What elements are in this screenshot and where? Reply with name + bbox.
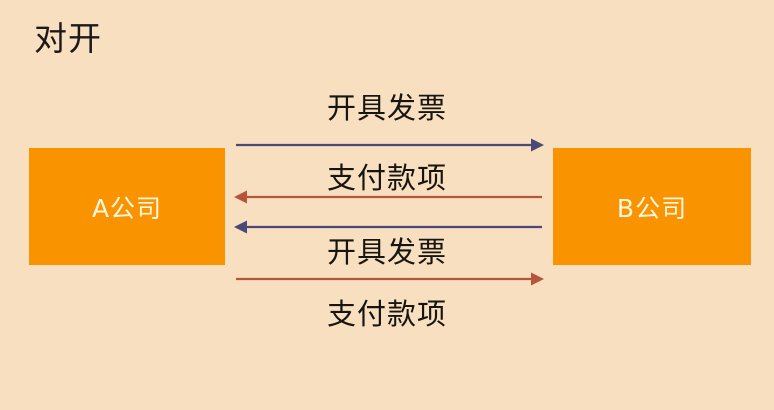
flow-4-label: 支付款项 bbox=[326, 297, 447, 331]
node-company-a-label: A公司 bbox=[91, 193, 163, 223]
flow-2-label: 支付款项 bbox=[326, 161, 447, 195]
node-company-a: A公司 bbox=[29, 148, 225, 265]
flow-3-label: 开具发票 bbox=[326, 235, 447, 269]
flow-3-arrow-left bbox=[234, 220, 542, 234]
node-company-b-label: B公司 bbox=[616, 193, 688, 223]
diagram-title: 对开 bbox=[34, 19, 102, 58]
flow-1-arrow-right bbox=[236, 138, 544, 152]
node-company-b: B公司 bbox=[553, 148, 751, 265]
flow-4-arrow-right bbox=[236, 272, 544, 286]
flow-1-label: 开具发票 bbox=[326, 91, 447, 125]
